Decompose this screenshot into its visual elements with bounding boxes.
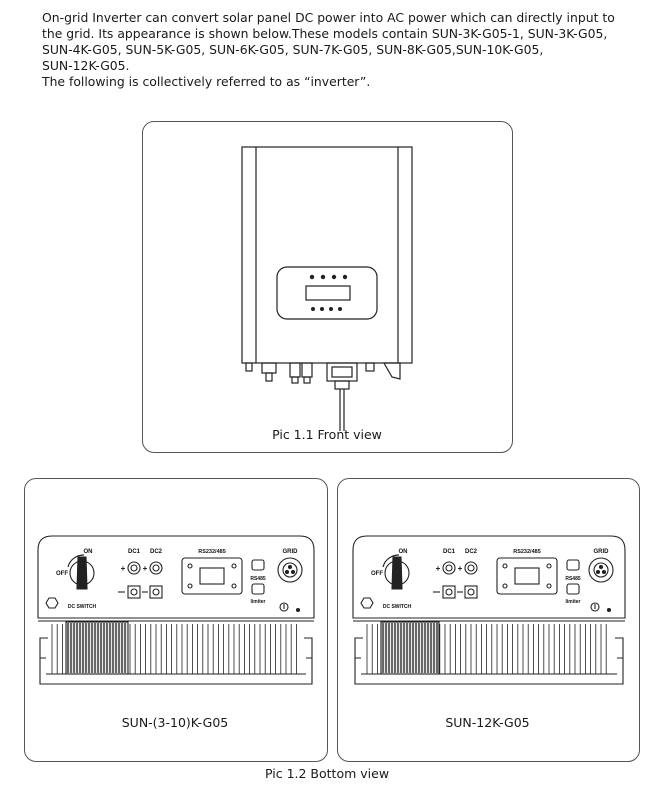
dc2-label: DC2 (465, 549, 478, 555)
fan-block (65, 621, 129, 675)
front-view-drawing (241, 146, 413, 431)
intro-line: SUN-12K-G05. (42, 58, 130, 73)
on-label: ON (399, 549, 408, 555)
plus-sign: + (121, 564, 126, 573)
mount-bracket (354, 637, 624, 685)
rs485-label: RS485 (250, 576, 266, 582)
intro-line: On-grid Inverter can convert solar panel… (42, 10, 615, 25)
limiter-port (566, 583, 580, 595)
dc-minus-connector (149, 585, 163, 599)
limiter-port (251, 583, 265, 595)
intro-line: The following is collectively referred t… (42, 74, 371, 89)
casing-outline (37, 535, 315, 619)
plus-sign: + (436, 564, 441, 573)
limiter-label: limiter (565, 599, 580, 605)
ground-icon (279, 602, 289, 612)
model-caption-right: SUN-12K-G05 (445, 715, 530, 730)
on-label: ON (84, 549, 93, 555)
mount-bracket (39, 637, 313, 685)
grid-label: GRID (594, 549, 610, 555)
dc-minus-connector (464, 585, 478, 599)
dc-plus-connector (127, 561, 141, 575)
rs485-label: RS485 (565, 576, 581, 582)
rs232-485-label: RS232/485 (198, 549, 226, 555)
dc-plus-connector (464, 561, 478, 575)
front-view-caption: Pic 1.1 Front view (272, 427, 382, 442)
dc-minus-connector (442, 585, 456, 599)
intro-line: SUN-4K-G05, SUN-5K-G05, SUN-6K-G05, SUN-… (42, 42, 544, 57)
grid-label: GRID (283, 549, 299, 555)
inverter-bottom (352, 535, 626, 685)
plus-sign: + (143, 564, 148, 573)
dc1-label: DC1 (443, 549, 456, 555)
dc2-label: DC2 (150, 549, 163, 555)
rs485-port (251, 559, 265, 571)
bolt-hex (45, 597, 59, 609)
inverter-bottom (37, 535, 315, 685)
rs485-port (566, 559, 580, 571)
ground-icon (590, 602, 600, 612)
grid-connector (588, 557, 614, 583)
dc-minus-connector (127, 585, 141, 599)
plus-sign: + (458, 564, 463, 573)
dc-plus-connector (149, 561, 163, 575)
model-caption-left: SUN-(3-10)K-G05 (121, 715, 229, 730)
rs232-485-label: RS232/485 (513, 549, 541, 555)
dc-switch-label: DC SWITCH (68, 604, 97, 610)
dc-switch-label: DC SWITCH (383, 604, 412, 610)
casing-outline (352, 535, 626, 619)
off-label: OFF (56, 571, 68, 577)
bottom-view-caption: Pic 1.2 Bottom view (265, 766, 390, 781)
dc-plus-connector (442, 561, 456, 575)
off-label: OFF (371, 571, 383, 577)
limiter-label: limiter (250, 599, 265, 605)
bottom-view-panel-right (337, 478, 640, 762)
dc1-label: DC1 (128, 549, 141, 555)
intro-text: On-grid Inverter can convert solar panel… (42, 10, 642, 90)
grid-connector (277, 557, 303, 583)
intro-line: the grid. Its appearance is shown below.… (42, 26, 608, 41)
bottom-view-panel-left (24, 478, 328, 762)
bolt-hex (360, 597, 374, 609)
